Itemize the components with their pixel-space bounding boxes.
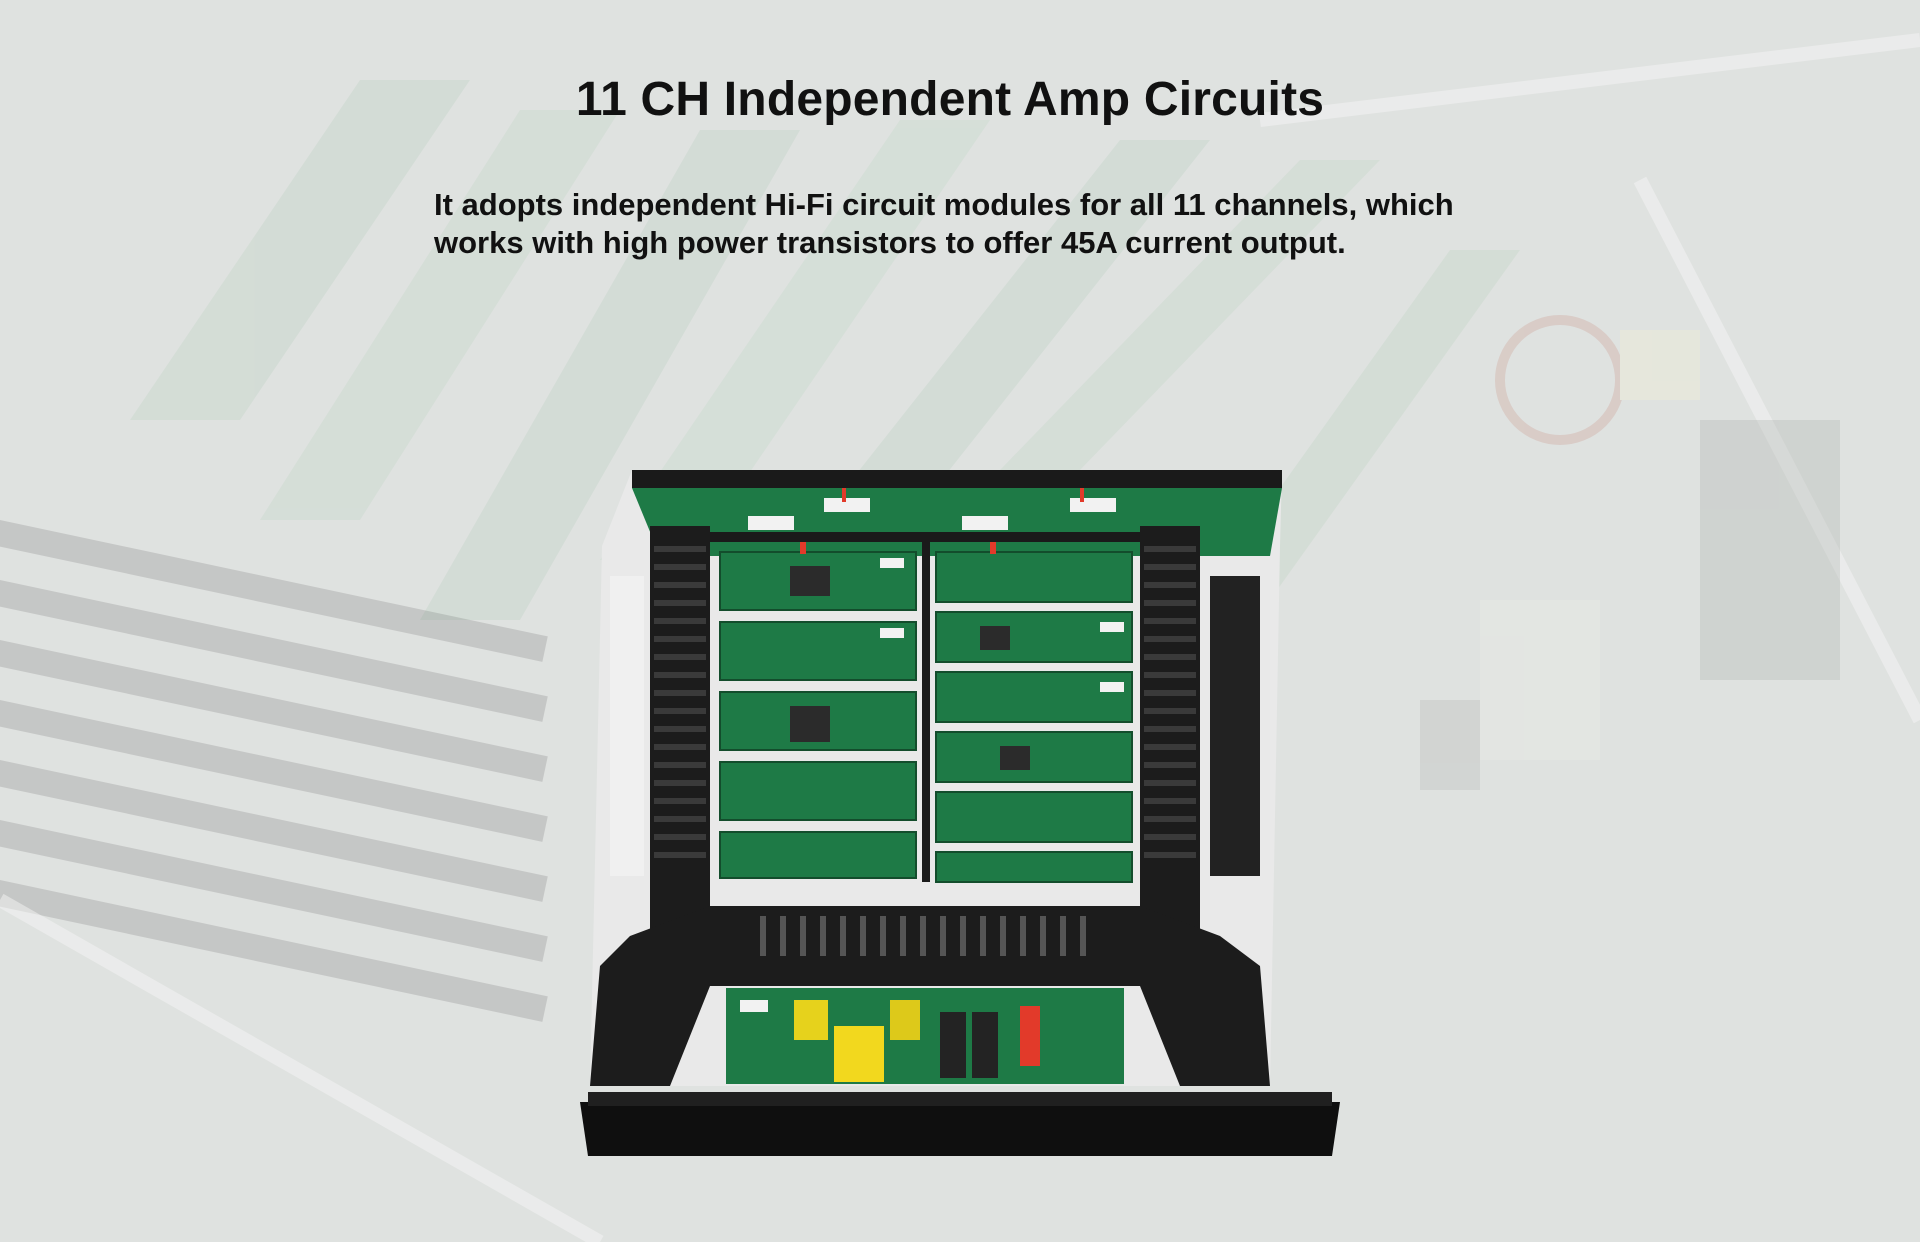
description-text: It adopts independent Hi-Fi circuit modu…	[434, 186, 1574, 262]
amplifier-interior-image	[580, 470, 1340, 1156]
description-line-1: It adopts independent Hi-Fi circuit modu…	[434, 187, 1454, 222]
description-line-2: works with high power transistors to off…	[434, 225, 1346, 260]
page-title: 11 CH Independent Amp Circuits	[575, 73, 1325, 126]
